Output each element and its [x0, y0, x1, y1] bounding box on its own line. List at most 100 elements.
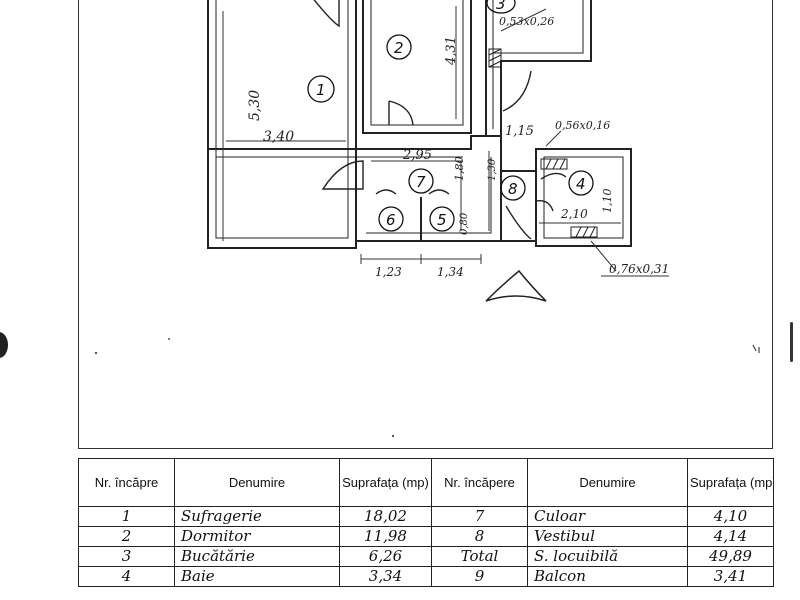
room-circle-4	[568, 170, 594, 196]
table-cell: 9	[431, 566, 528, 587]
wall-corridor-inner	[216, 156, 492, 234]
header-room-nr-2: Nr. încăpere	[431, 458, 528, 507]
table-cell: Balcon	[527, 566, 688, 587]
room-label-8: 8	[508, 180, 518, 198]
table-cell: 8	[431, 526, 528, 547]
room-circle-5	[429, 206, 455, 232]
dim-1-15: 1,15	[505, 124, 534, 139]
header-room-nr: Nr. încăpre	[78, 458, 175, 507]
table-cell: Culoar	[527, 506, 688, 527]
table-cell: Bucătărie	[174, 546, 340, 567]
dim-1-80: 1,80	[453, 157, 466, 182]
dim-0-56x0-16: 0,56x0,16	[555, 119, 610, 132]
room-circle-2	[386, 34, 412, 60]
dim-1-10: 1,10	[601, 189, 614, 214]
room-circle-1	[307, 75, 335, 103]
table-row: 3 Bucătărie 6,26 Total S. locuibilă 49,8…	[78, 546, 774, 567]
table-cell: Vestibul	[527, 526, 688, 547]
dim-1-23: 1,23	[375, 265, 402, 279]
dim-1-30: 1,30	[487, 158, 498, 181]
wall-room-2-inner	[370, 0, 464, 126]
dimension-lines	[222, 6, 669, 277]
vent-shaft-bath-2	[570, 226, 598, 238]
header-area: Suprafața (mp)	[339, 458, 432, 507]
wall-kitchen-inner	[492, 0, 584, 129]
floor-plan-frame: 1 2 3 4 5 6 7 8 5,30 3,40 4,31 0,53x0,26…	[78, 0, 773, 449]
wall-vestibule	[501, 170, 536, 242]
dim-3-40: 3,40	[263, 129, 294, 145]
room-circle-3	[486, 0, 516, 14]
room-label-7: 7	[416, 173, 426, 191]
room-circle-6	[378, 206, 404, 232]
table-row: 4 Baie 3,34 9 Balcon 3,41	[78, 566, 774, 587]
wall-corridor	[208, 135, 502, 242]
header-name-2: Denumire	[527, 458, 688, 507]
table-cell: 1	[78, 506, 175, 527]
dim-4-31: 4,31	[444, 36, 459, 66]
table-cell: 6,26	[339, 546, 432, 567]
room-circles	[307, 0, 594, 232]
table-cell: 4,14	[687, 526, 774, 547]
doors	[313, 0, 567, 240]
wall-room-2	[362, 0, 472, 134]
table-row: 2 Dormitor 11,98 8 Vestibul 4,14	[78, 526, 774, 547]
door-arc-wc1	[375, 189, 397, 195]
header-area-2: Suprafața (mp)	[687, 458, 774, 507]
scan-punch-hole	[0, 332, 8, 358]
scan-edge-mark	[790, 322, 793, 362]
wall-kitchen	[485, 0, 592, 137]
dim-1-34: 1,34	[437, 265, 464, 279]
table-cell: 18,02	[339, 506, 432, 527]
vent-shafts	[488, 48, 598, 238]
north-arrow-icon	[485, 269, 547, 302]
vent-shaft-bath	[540, 158, 568, 170]
door-arc-vestibule	[505, 205, 532, 240]
table-cell: Dormitor	[174, 526, 340, 547]
scan-speck	[94, 351, 98, 355]
table-cell: S. locuibilă	[527, 546, 688, 567]
table-cell: 3,34	[339, 566, 432, 587]
room-label-4: 4	[576, 175, 586, 193]
table-header-row: Nr. încăpre Denumire Suprafața (mp) Nr. …	[78, 458, 774, 507]
dim-2-10: 2,10	[560, 207, 588, 221]
wall-bath	[535, 148, 632, 247]
dim-0-80: 0,80	[459, 212, 470, 235]
dim-0-53x0-26: 0,53x0,26	[499, 15, 554, 28]
table-cell: Baie	[174, 566, 340, 587]
door-arc-bath2	[535, 200, 554, 212]
dim-0-76x0-31: 0,76x0,31	[609, 262, 669, 276]
table-cell: 7	[431, 506, 528, 527]
room-circle-7	[408, 168, 434, 194]
room-area-table: Nr. încăpre Denumire Suprafața (mp) Nr. …	[78, 458, 774, 587]
door-arc-bath	[540, 172, 567, 180]
vent-shaft-kitchen	[488, 48, 502, 68]
door-arc-wc2	[428, 189, 450, 195]
door-arc-2	[388, 100, 414, 126]
dim-2-95: 2,95	[402, 148, 432, 163]
walls	[207, 0, 632, 249]
wall-room-1	[207, 0, 357, 249]
table-cell: 3	[78, 546, 175, 567]
table-cell: 11,98	[339, 526, 432, 547]
header-name: Denumire	[174, 458, 340, 507]
dim-5-30: 5,30	[247, 90, 263, 121]
scan-speck-2	[391, 434, 395, 438]
room-label-3: 3	[496, 0, 506, 13]
scan-speck-3	[168, 338, 170, 340]
table-row: 1 Sufragerie 18,02 7 Culoar 4,10	[78, 506, 774, 527]
wall-room-1-inner	[215, 0, 349, 239]
table-cell: 2	[78, 526, 175, 547]
table-cell: 4	[78, 566, 175, 587]
table-cell: Sufragerie	[174, 506, 340, 527]
door-arc-corridor	[321, 160, 364, 190]
wall-bath-inner	[543, 156, 624, 239]
room-label-5: 5	[437, 211, 447, 229]
scan-mark	[752, 344, 760, 353]
room-label-1: 1	[316, 81, 326, 99]
door-arc-kitchen	[502, 70, 532, 112]
door-arc-1	[313, 0, 340, 28]
table-cell: 3,41	[687, 566, 774, 587]
table-cell: 4,10	[687, 506, 774, 527]
table-cell: Total	[431, 546, 528, 567]
table-cell: 49,89	[687, 546, 774, 567]
